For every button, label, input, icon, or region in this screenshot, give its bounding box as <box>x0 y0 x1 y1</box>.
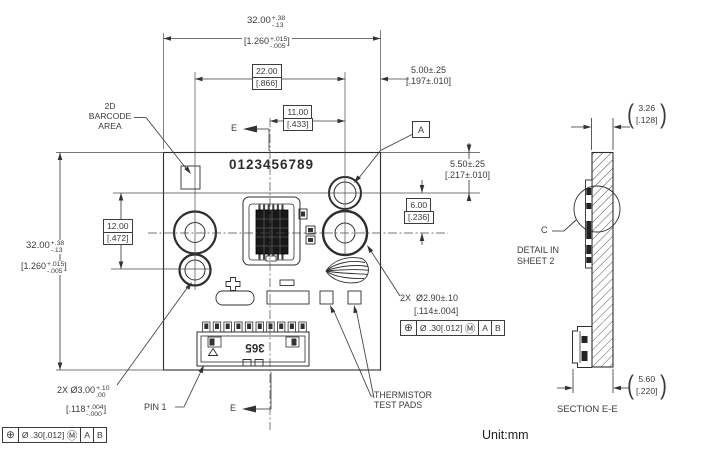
dim-overall-height-left: 32.00 +.38-.13 <box>24 240 67 255</box>
unit-note: Unit:mm <box>482 428 529 442</box>
thermistor-pad-2 <box>347 290 362 305</box>
thermistor-label: THERMISTOR TEST PADS <box>374 390 432 411</box>
logo-swirl <box>325 257 370 284</box>
mmc-symbol: Ⓜ <box>464 322 476 335</box>
centerlines <box>56 30 480 430</box>
position-symbol: ⊕ <box>404 322 413 334</box>
dim-5-50: 5.50±.25 [.217±.010] <box>443 159 492 181</box>
board-serial-number: 0123456789 <box>228 157 315 172</box>
minus-mark <box>279 279 295 286</box>
mmc-symbol: Ⓜ <box>66 429 78 442</box>
small-component <box>298 208 316 245</box>
dim-6: 6.00 [.236] <box>404 198 434 225</box>
dim-thickness-326: ( 3.26[.128] ) <box>627 99 667 129</box>
emitter-package <box>242 196 301 266</box>
section-arrow-top <box>243 125 257 133</box>
connector-marking: 365 <box>245 341 265 353</box>
section-arrow-bottom <box>242 405 256 413</box>
position-symbol: ⊕ <box>6 429 15 441</box>
arrowheads <box>57 36 472 413</box>
dim-11: 11.00 [.433] <box>283 105 313 132</box>
dim-hole-3mm-inch: [.118 +.004-.000 ] <box>66 404 107 419</box>
connector-cross-section <box>572 326 592 368</box>
dim-hole-29mm-inch: [.114±.004] <box>414 306 459 316</box>
polarity-and-pads <box>215 277 362 306</box>
barcode-area-label: 2D BARCODE AREA <box>88 101 132 132</box>
dim-hole-3mm: 2X Ø3.00 +.10.00 <box>57 385 110 400</box>
dim-overall-height-left-inch: [1.260 +.015-.005 ] <box>19 261 69 276</box>
front-view <box>162 151 382 371</box>
pin1-label: PIN 1 <box>144 401 167 412</box>
dim-hole-29mm: 2X Ø2.90±.10 <box>400 293 458 303</box>
section-cut-letter-top: E <box>231 123 238 133</box>
section-cut-letter-bottom: E <box>230 403 237 413</box>
section-view <box>552 118 630 393</box>
dim-thickness-560: ( 5.60[.220] ) <box>627 370 667 400</box>
feature-control-frame-3mm: ⊕ Ø .30[.012] Ⓜ A B <box>2 427 107 443</box>
dim-12: 12.00 [.472] <box>103 219 133 246</box>
pin1-triangle-mark <box>207 347 219 356</box>
dim-overall-width-top-inch: [1.260 +.015-.005 ] <box>242 36 292 51</box>
dim-5: 5.00±.25 [.197±.010] <box>406 65 451 86</box>
detail-note: DETAIL IN SHEET 2 <box>517 245 560 266</box>
thermistor-pad-1 <box>319 290 334 305</box>
connector <box>196 321 310 367</box>
detail-circle <box>573 185 621 233</box>
feature-control-frame-29mm: ⊕ Ø .30[.012] Ⓜ A B <box>400 320 505 336</box>
datum-c-label: C <box>541 225 548 235</box>
pcb-cross-section <box>591 151 614 368</box>
section-title: SECTION E-E <box>557 404 618 415</box>
dim-22: 22.00 [.866] <box>252 64 282 91</box>
barcode-area-outline <box>180 165 201 190</box>
plus-mark <box>225 277 241 291</box>
datum-a-flag: A <box>412 121 430 138</box>
dim-overall-width-top: 32.00 +.38-.13 <box>247 15 286 30</box>
